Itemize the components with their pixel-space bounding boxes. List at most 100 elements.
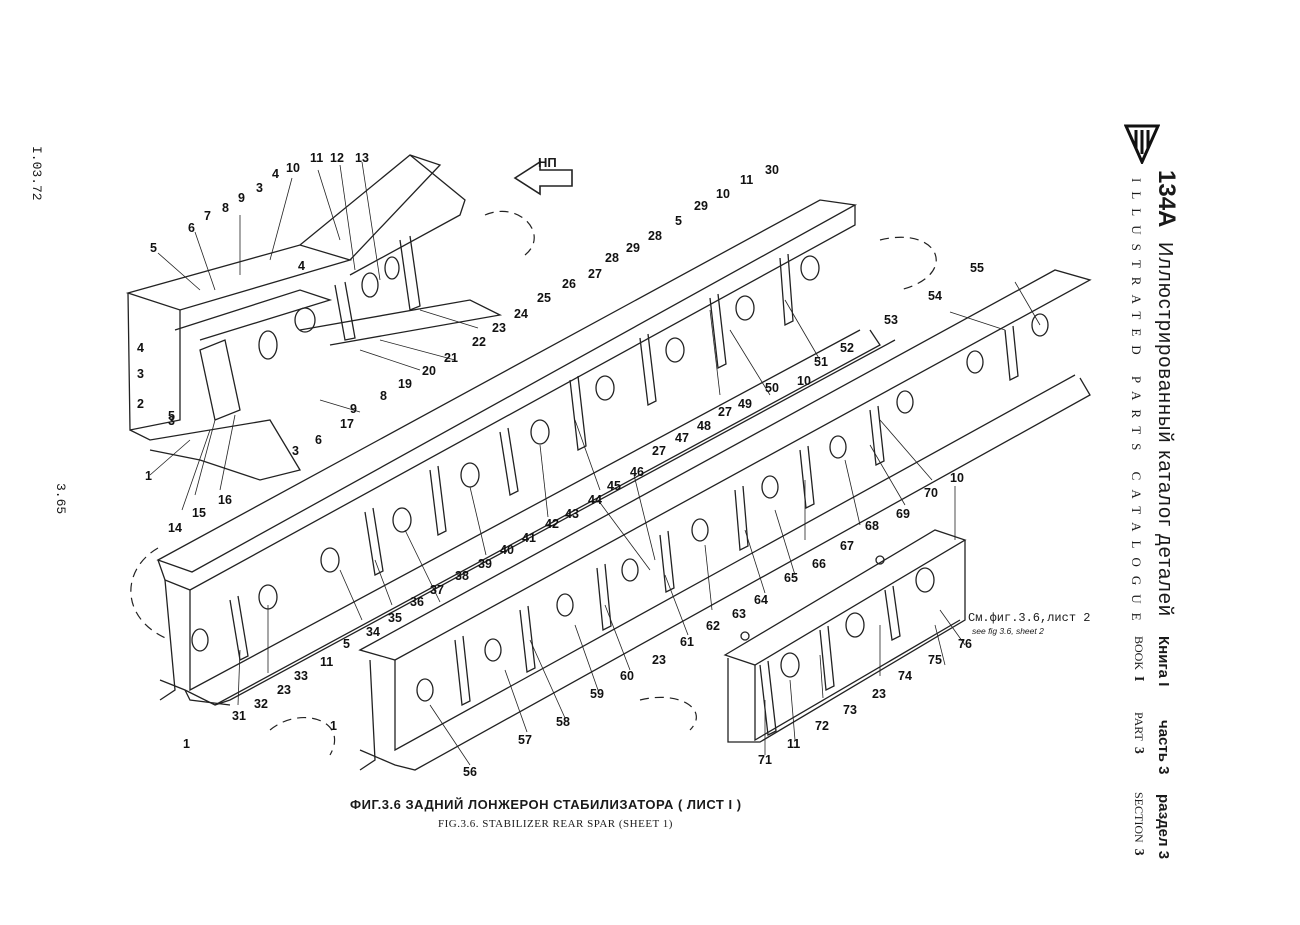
callout-59: 59 [590, 687, 604, 701]
callout-24: 24 [514, 307, 528, 321]
callout-41: 41 [522, 531, 536, 545]
callout-37: 37 [430, 583, 444, 597]
callout-26: 26 [562, 277, 576, 291]
callout-74: 74 [898, 669, 912, 683]
callout-11: 11 [740, 173, 753, 187]
callout-3: 3 [137, 367, 144, 381]
callout-46: 46 [630, 465, 644, 479]
callout-13: 13 [355, 151, 369, 165]
callout-70: 70 [924, 486, 938, 500]
callout-9: 9 [350, 402, 357, 416]
callout-73: 73 [843, 703, 857, 717]
callout-8: 8 [380, 389, 387, 403]
see-figure-reference-en: see fig 3.6, sheet 2 [972, 626, 1044, 636]
callout-8: 8 [222, 201, 229, 215]
callout-11: 11 [787, 737, 800, 751]
callout-2: 2 [137, 397, 144, 411]
callout-4: 4 [272, 167, 279, 181]
callout-43: 43 [565, 507, 579, 521]
callout-3: 3 [256, 181, 263, 195]
callout-28: 28 [605, 251, 619, 265]
callout-10: 10 [797, 374, 811, 388]
callout-40: 40 [500, 543, 514, 557]
callout-10: 10 [286, 161, 300, 175]
callout-12: 12 [330, 151, 344, 165]
callout-23: 23 [277, 683, 291, 697]
callout-25: 25 [537, 291, 551, 305]
callout-42: 42 [545, 517, 559, 531]
callout-3: 3 [292, 444, 299, 458]
callout-65: 65 [784, 571, 798, 585]
callout-64: 64 [754, 593, 768, 607]
callout-21: 21 [444, 351, 458, 365]
callout-7: 7 [204, 209, 211, 223]
forward-direction-arrow-icon [513, 160, 573, 196]
callout-33: 33 [294, 669, 308, 683]
callout-30: 30 [765, 163, 779, 177]
callout-72: 72 [815, 719, 829, 733]
callout-17: 17 [340, 417, 354, 431]
callout-1: 1 [330, 719, 337, 733]
callout-53: 53 [884, 313, 898, 327]
callout-45: 45 [607, 479, 621, 493]
callout-52: 52 [840, 341, 854, 355]
callout-23: 23 [492, 321, 506, 335]
callout-63: 63 [732, 607, 746, 621]
callout-27: 27 [652, 444, 666, 458]
callout-75: 75 [928, 653, 942, 667]
callout-23: 23 [872, 687, 886, 701]
callout-20: 20 [422, 364, 436, 378]
callout-27: 27 [588, 267, 602, 281]
manufacturer-logo-icon [1124, 124, 1160, 164]
callout-6: 6 [188, 221, 195, 235]
callout-16: 16 [218, 493, 232, 507]
callout-39: 39 [478, 557, 492, 571]
callout-34: 34 [366, 625, 380, 639]
callout-49: 49 [738, 397, 752, 411]
callout-11: 11 [320, 655, 333, 669]
lower-right-spar-segment [723, 529, 967, 743]
callout-10: 10 [716, 187, 730, 201]
callout-62: 62 [706, 619, 720, 633]
callout-10: 10 [950, 471, 964, 485]
callout-14: 14 [168, 521, 182, 535]
callout-29: 29 [694, 199, 708, 213]
callout-51: 51 [814, 355, 828, 369]
callout-3: 3 [168, 414, 175, 428]
callout-31: 31 [232, 709, 246, 723]
callout-69: 69 [896, 507, 910, 521]
callout-15: 15 [192, 506, 206, 520]
callout-5: 5 [675, 214, 682, 228]
callout-32: 32 [254, 697, 268, 711]
middle-spar-segment [358, 269, 1092, 771]
callout-56: 56 [463, 765, 477, 779]
callout-27: 27 [718, 405, 732, 419]
callout-4: 4 [137, 341, 144, 355]
callout-50: 50 [765, 381, 779, 395]
break-outlines [130, 210, 937, 756]
callout-6: 6 [315, 433, 322, 447]
callout-11: 11 [310, 151, 323, 165]
callout-38: 38 [455, 569, 469, 583]
callout-66: 66 [812, 557, 826, 571]
callout-29: 29 [626, 241, 640, 255]
callout-58: 58 [556, 715, 570, 729]
figure-caption-en: FIG.3.6. STABILIZER REAR SPAR (SHEET 1) [438, 818, 673, 830]
see-figure-reference-ru: См.фиг.3.6,лист 2 [968, 611, 1091, 625]
callout-5: 5 [343, 637, 350, 651]
callout-68: 68 [865, 519, 879, 533]
callout-76: 76 [958, 637, 972, 651]
callout-23: 23 [652, 653, 666, 667]
callout-28: 28 [648, 229, 662, 243]
callout-36: 36 [410, 595, 424, 609]
upper-left-spar-segment [125, 154, 503, 481]
callout-35: 35 [388, 611, 402, 625]
callout-47: 47 [675, 431, 689, 445]
callout-5: 5 [168, 409, 175, 423]
callout-57: 57 [518, 733, 532, 747]
leader-lines [149, 161, 1041, 766]
callout-67: 67 [840, 539, 854, 553]
callout-22: 22 [472, 335, 486, 349]
callout-71: 71 [758, 753, 772, 767]
